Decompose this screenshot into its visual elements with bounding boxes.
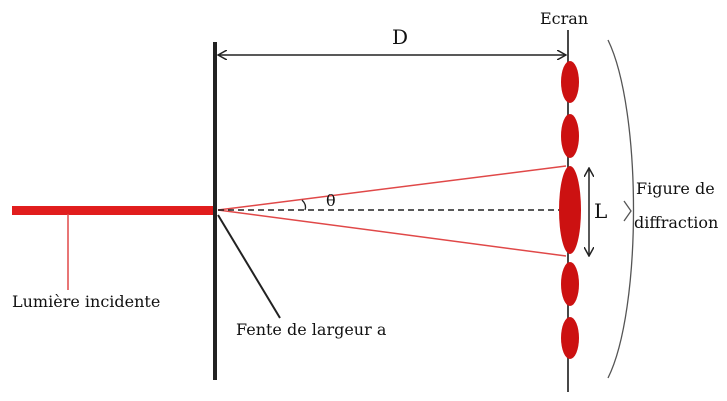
fringe-lower: [561, 262, 579, 306]
figure-label-line1: Figure de: [636, 179, 715, 198]
screen-label: Ecran: [540, 9, 588, 28]
incident-beam: [12, 206, 216, 215]
fringe-upper: [561, 114, 579, 158]
fringe-central: [559, 166, 581, 254]
slit-label: Fente de largeur a: [236, 320, 387, 339]
central-width-label: L: [594, 199, 607, 223]
distance-label: D: [392, 25, 408, 49]
bracket-tip: [623, 200, 632, 222]
figure-label-line2: diffraction: [634, 213, 718, 232]
angle-arc: [301, 199, 307, 211]
slit-leader: [217, 214, 281, 319]
lower-ray: [217, 209, 567, 257]
upper-ray: [217, 165, 567, 211]
fringe-bottom: [561, 317, 579, 359]
fringe-top: [561, 61, 579, 103]
angle-label: θ: [326, 191, 336, 210]
incident-light-label: Lumière incidente: [12, 292, 160, 311]
pattern-bracket: [607, 39, 635, 379]
